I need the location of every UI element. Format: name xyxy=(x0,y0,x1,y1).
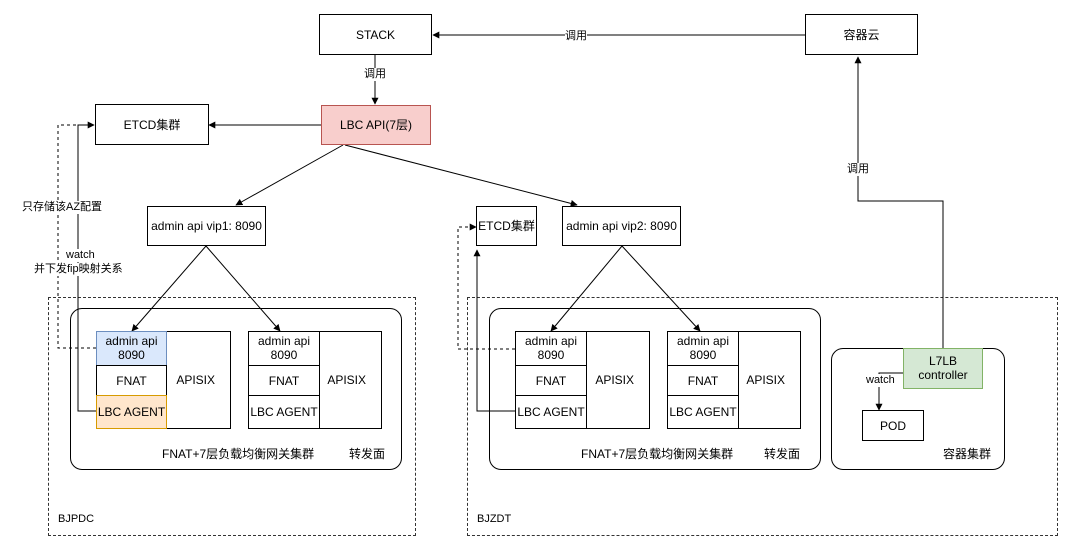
admin-api-d-line2: 8090 xyxy=(689,348,717,362)
edge-l7lb-to-pod xyxy=(875,372,903,411)
lbc-agent-b: LBC AGENT xyxy=(248,395,320,429)
label-watch-pod: watch xyxy=(866,374,895,387)
region-bjzdt xyxy=(467,297,1058,536)
stack-node: STACK xyxy=(319,14,432,55)
vip2-node: admin api vip2: 8090 xyxy=(562,206,681,246)
label-store-az: 只存储该AZ配置 xyxy=(22,201,103,214)
edge-agent-to-etcd-right xyxy=(473,249,515,412)
container-cloud-label: 容器云 xyxy=(843,27,880,42)
lbc-api-node: LBC API(7层) xyxy=(321,105,431,145)
admin-api-c: admin api 8090 xyxy=(515,331,587,366)
edge-admin-to-etcd-left xyxy=(57,121,96,349)
lbc-agent-a: LBC AGENT xyxy=(96,395,167,429)
pod-node: POD xyxy=(862,410,924,441)
apisix-b-label: APISIX xyxy=(327,373,366,387)
region-bjpdc xyxy=(48,297,416,536)
l7lb-line2: controller xyxy=(918,368,968,382)
forward-right-label: 转发面 xyxy=(764,447,801,461)
label-call-stack-lbc: 调用 xyxy=(364,68,386,81)
fnat-c-label: FNAT xyxy=(535,373,567,388)
admin-api-a-line2: 8090 xyxy=(118,348,145,362)
admin-api-d: admin api 8090 xyxy=(667,331,739,366)
admin-api-b: admin api 8090 xyxy=(248,331,320,366)
stack-node-label: STACK xyxy=(355,27,396,42)
fnat-cluster-left xyxy=(70,308,402,470)
label-call-l7lb: 调用 xyxy=(847,163,869,176)
label-watch-line2: 并下发fip映射关系 xyxy=(34,263,123,276)
fnat-cluster-right xyxy=(489,308,821,470)
vip2-label: admin api vip2: 8090 xyxy=(566,219,677,233)
fnat-c: FNAT xyxy=(515,365,587,396)
region-bjzdt-label: BJZDT xyxy=(477,513,512,525)
fnat-a: FNAT xyxy=(96,365,167,396)
lbc-api-label: LBC API(7层) xyxy=(339,118,413,132)
container-cloud-node: 容器云 xyxy=(805,14,918,55)
lbc-agent-d: LBC AGENT xyxy=(667,395,739,429)
admin-api-d-line1: admin api xyxy=(676,334,730,348)
forward-left-label: 转发面 xyxy=(349,447,386,461)
apisix-d-label: APISIX xyxy=(746,373,785,387)
etcd-left-label: ETCD集群 xyxy=(123,117,181,132)
apisix-c-label: APISIX xyxy=(595,373,634,387)
fnat-d-label: FNAT xyxy=(687,373,719,388)
fnat-cluster-right-label: FNAT+7层负载均衡网关集群 xyxy=(581,447,734,461)
etcd-right-label: ETCD集群 xyxy=(478,219,535,233)
edge-lbc-to-vip1 xyxy=(235,144,344,206)
admin-api-a: admin api 8090 xyxy=(96,331,167,366)
pod-label: POD xyxy=(879,418,906,433)
fnat-d: FNAT xyxy=(667,365,739,396)
edge-lbc-to-vip2 xyxy=(344,144,578,207)
admin-api-a-line1: admin api xyxy=(105,334,158,348)
lbc-agent-d-label: LBC AGENT xyxy=(669,405,737,419)
edge-vip2-to-admin-d xyxy=(621,245,701,332)
edge-l7lb-to-cloud xyxy=(854,56,944,348)
admin-api-c-line2: 8090 xyxy=(537,348,565,362)
fnat-b-label: FNAT xyxy=(268,373,300,388)
region-bjpdc-label: BJPDC xyxy=(58,513,95,525)
fnat-b: FNAT xyxy=(248,365,320,396)
l7lb-line1: L7LB xyxy=(928,354,958,368)
edge-vip2-to-admin-c xyxy=(550,245,623,332)
edge-vip1-to-admin-a xyxy=(131,245,207,332)
vip1-node: admin api vip1: 8090 xyxy=(147,206,266,246)
edge-vip1-to-admin-b xyxy=(205,245,281,332)
lbc-agent-b-label: LBC AGENT xyxy=(250,405,318,419)
etcd-left-node: ETCD集群 xyxy=(95,104,209,145)
lbc-agent-a-label: LBC AGENT xyxy=(97,405,166,419)
edge-admin-to-etcd-right xyxy=(457,223,515,350)
vip1-label: admin api vip1: 8090 xyxy=(151,219,262,233)
fnat-cluster-left-label: FNAT+7层负载均衡网关集群 xyxy=(162,447,315,461)
container-cluster-label: 容器集群 xyxy=(943,447,992,461)
lbc-agent-c: LBC AGENT xyxy=(515,395,587,429)
etcd-right-node: ETCD集群 xyxy=(476,206,537,246)
label-call-stack-cloud: 调用 xyxy=(565,30,587,43)
label-watch-line1: watch xyxy=(66,249,95,262)
admin-api-b-line2: 8090 xyxy=(270,348,298,362)
l7lb-controller-node: L7LB controller xyxy=(903,348,983,389)
lbc-agent-c-label: LBC AGENT xyxy=(517,405,585,419)
admin-api-c-line1: admin api xyxy=(524,334,578,348)
apisix-a-label: APISIX xyxy=(176,373,215,387)
fnat-a-label: FNAT xyxy=(116,373,147,388)
admin-api-b-line1: admin api xyxy=(257,334,311,348)
